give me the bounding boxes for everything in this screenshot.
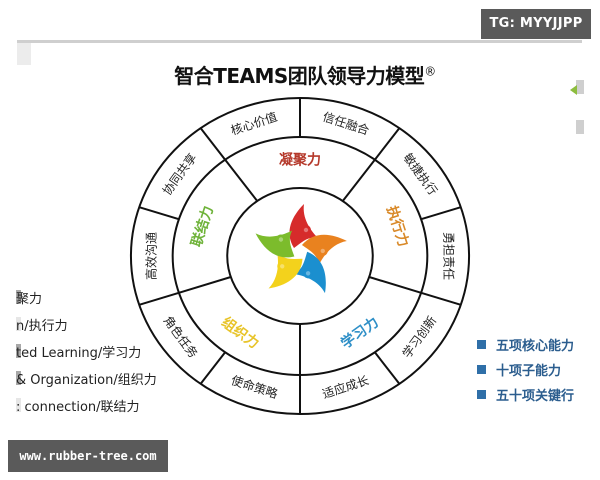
top-rule — [17, 40, 582, 43]
outer-divider — [374, 351, 401, 385]
sub-ability-label: 高效沟通 — [143, 232, 158, 280]
sub-ability-label: 核心价值 — [229, 109, 279, 138]
core-ability-label: 凝聚力 — [279, 152, 321, 169]
left-legend-item: ted Learning/学习力 — [16, 344, 142, 361]
outer-divider — [374, 127, 401, 161]
outer-divider — [138, 291, 180, 306]
team-figure-icon — [289, 204, 318, 248]
core-ability-label: 执行力 — [383, 204, 412, 249]
team-figure-icon — [255, 230, 295, 258]
sub-ability-label: 使命策略 — [229, 372, 279, 401]
square-bullet-icon — [477, 390, 486, 399]
team-figure-icon — [268, 252, 303, 289]
core-divider — [224, 159, 259, 202]
left-legend-item: n/执行力 — [16, 317, 68, 334]
wheel-structure — [129, 97, 471, 415]
team-logo-icon — [255, 204, 347, 294]
left-legend-item: & Organization/组织力 — [16, 371, 157, 388]
core-divider — [178, 276, 232, 294]
core-ability-label: 联结力 — [188, 204, 217, 249]
watermark-tg: TG: MYYJJPP — [481, 9, 591, 39]
core-divider — [341, 159, 376, 202]
outer-divider — [420, 291, 462, 306]
right-legend: 五项核心能力 十项子能力 五十项关键行 — [477, 332, 574, 407]
team-figure-icon — [293, 251, 326, 294]
core-ability-label: 组织力 — [218, 314, 262, 352]
sub-ability-label: 适应成长 — [320, 372, 370, 401]
core-divider — [368, 276, 422, 294]
outer-divider — [138, 206, 180, 221]
left-legend-item: : connection/联结力 — [16, 398, 140, 415]
left-legend-item: 聚力 — [16, 290, 43, 307]
right-legend-item: 十项子能力 — [477, 357, 574, 382]
title-text: 智合TEAMS团队领导力模型 — [174, 64, 425, 88]
page-title: 智合TEAMS团队领导力模型® — [155, 60, 455, 89]
green-triangle-icon — [570, 85, 577, 95]
right-legend-item: 五项核心能力 — [477, 332, 574, 357]
left-edge-fragment — [17, 43, 31, 65]
square-bullet-icon — [477, 365, 486, 374]
right-edge-fragment — [576, 120, 584, 134]
square-bullet-icon — [477, 340, 486, 349]
outer-divider — [199, 127, 226, 161]
outer-divider — [199, 351, 226, 385]
right-edge-fragment — [576, 80, 584, 94]
registered-mark: ® — [424, 64, 436, 79]
left-legend: 聚力 n/执行力 ted Learning/学习力 & Organization… — [16, 286, 196, 421]
team-figure-icon — [301, 234, 347, 265]
watermark-url: www.rubber-tree.com — [8, 440, 168, 472]
right-legend-item: 五十项关键行 — [477, 382, 574, 407]
outer-divider — [420, 206, 462, 221]
core-ability-label: 学习力 — [338, 314, 382, 352]
sub-ability-label: 勇担责任 — [442, 232, 456, 280]
sub-ability-label: 信任融合 — [321, 109, 371, 138]
